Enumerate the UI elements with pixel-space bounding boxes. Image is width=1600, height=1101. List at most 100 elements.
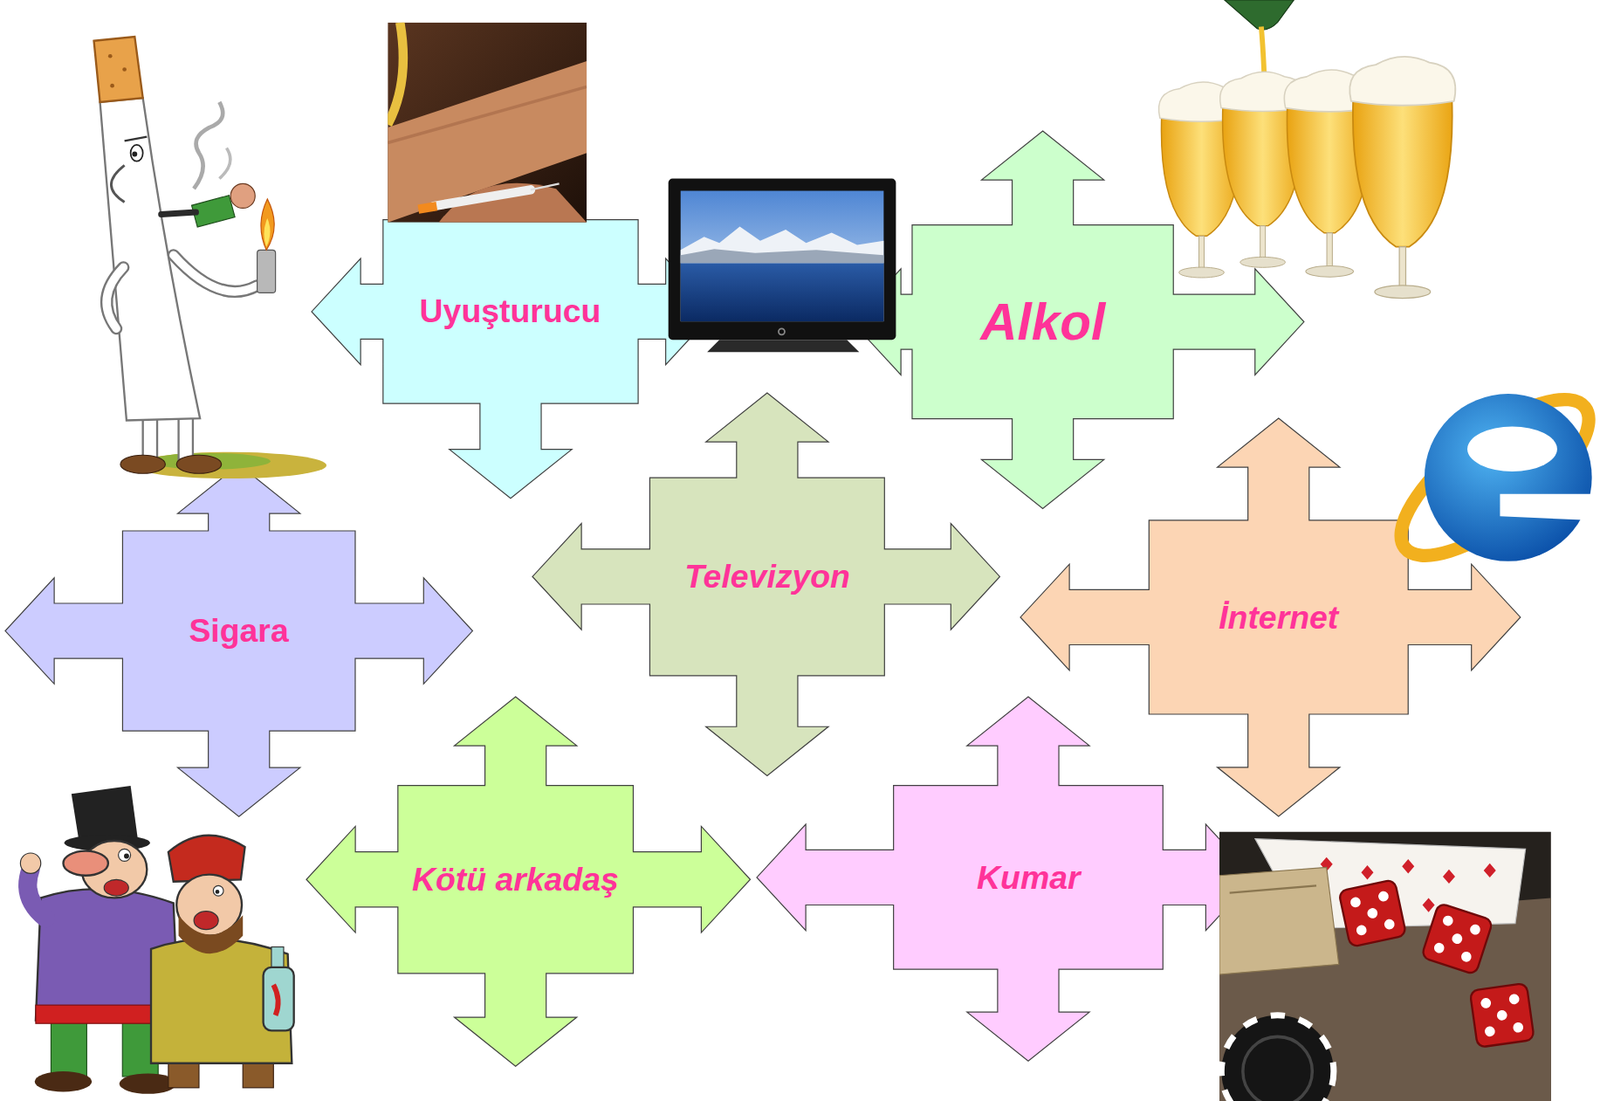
cigarette-cartoon [100,97,201,420]
cross-arrow-outline [311,143,715,499]
syringe-photo [418,206,437,210]
beer-picture [1261,26,1266,112]
node-label: Kumar [976,858,1080,897]
cross-arrow-outline [532,392,1000,776]
node-label: Kötü arkadaş [412,860,619,899]
beer-picture [1220,71,1306,268]
cigarette-cartoon [94,36,144,103]
arrow-cross: Uyuşturucu [311,143,715,499]
gambling-photo [1469,982,1535,1048]
cigarette-cartoon [173,254,258,292]
cigarette-cartoon [106,267,124,329]
cross-arrow-outline [1020,418,1521,817]
syringe-photo [530,183,560,190]
drunk-friends-cartoon [82,840,148,898]
television-picture [707,339,859,352]
arrow-cross: Televizyon [532,392,1000,776]
cross-arrow-outline [756,696,1255,1061]
syringe-photo [387,22,404,125]
cigarette-cartoon [219,147,231,179]
cigarette-cartoon [106,267,124,329]
gambling-photo [1338,878,1407,948]
drunk-friends-cartoon [118,848,131,861]
syringe-photo [387,22,587,223]
drunk-friends-cartoon [20,785,294,1094]
television-picture [778,328,785,335]
cigarette-cartoon [109,83,115,89]
gambling-photo [1255,838,1526,929]
cigarette-cartoon [257,249,276,293]
node-label: Alkol [980,292,1106,351]
television-picture [668,178,897,353]
cigarette-cartoon [124,137,148,142]
drunk-friends-cartoon [242,1058,274,1088]
gambling-photo [1219,830,1552,1101]
label-area: Kötü arkadaş [398,785,634,974]
drunk-friends-cartoon [122,1020,158,1077]
cigarette-cartoon [130,144,144,162]
cigarette-cartoon [193,102,223,189]
drunk-friends-cartoon [50,1020,87,1077]
syringe-photo [387,61,587,223]
cigarette-cartoon [122,67,127,72]
drunk-friends-cartoon [263,967,295,1031]
node-label: Uyuşturucu [419,292,602,330]
arrow-cross: İnternet [1020,418,1521,817]
drunk-friends-cartoon [64,834,151,852]
drunk-friends-cartoon [151,938,292,1063]
drunk-friends-cartoon [35,888,179,1021]
syringe-photo [439,183,588,223]
cigarette-cartoon [178,405,193,460]
beer-picture [1224,0,1294,30]
cigarette-cartoon [260,199,275,250]
browser-logo [1499,494,1594,521]
drunk-friends-cartoon [62,851,108,876]
gambling-photo [1229,885,1317,893]
gambling-photo [1219,830,1552,1101]
cross-arrow-outline [851,130,1305,509]
television-picture [680,226,885,263]
label-area: Sigara [122,530,356,731]
browser-logo [1378,373,1600,583]
drunk-friends-cartoon [20,852,41,873]
label-area: Uyuşturucu [382,219,638,403]
drunk-friends-cartoon [103,878,129,896]
arrow-cross: Kumar [756,696,1255,1061]
drunk-friends-cartoon [176,874,242,936]
cigarette-cartoon [148,453,271,470]
cigarette-cartoon [263,218,270,248]
label-area: Alkol [912,224,1174,419]
gambling-photo [1242,1036,1312,1101]
cigarette-cartoon [173,254,258,292]
television-picture [680,248,885,263]
node-label: Televizyon [684,557,851,596]
browser-logo [1424,393,1593,562]
drunk-friends-cartoon [123,853,130,859]
drunk-friends-cartoon [193,911,219,930]
drunk-friends-cartoon [168,1058,200,1088]
arrow-cross: Alkol [851,130,1305,509]
beer-picture [1284,69,1375,277]
drunk-friends-cartoon [168,835,246,882]
cigarette-cartoon [110,164,124,202]
drunk-friends-cartoon [212,885,224,896]
cigarette-cartoon [161,212,197,214]
drunk-friends-cartoon [271,947,284,972]
cigarette-cartoon [94,36,328,479]
label-area: İnternet [1148,520,1408,715]
arrow-cross: Sigara [5,464,473,817]
gambling-photo [1219,866,1340,975]
beer-picture [1158,82,1244,278]
syringe-photo [387,22,587,223]
label-area: Televizyon [650,477,886,676]
cigarette-cartoon [132,452,327,479]
browser-logo [1378,373,1600,583]
syringe-photo [387,86,587,143]
cigarette-cartoon [230,183,255,208]
label-area: Kumar [893,785,1164,969]
drunk-friends-cartoon [273,984,278,1016]
gambling-photo [1221,1015,1334,1101]
